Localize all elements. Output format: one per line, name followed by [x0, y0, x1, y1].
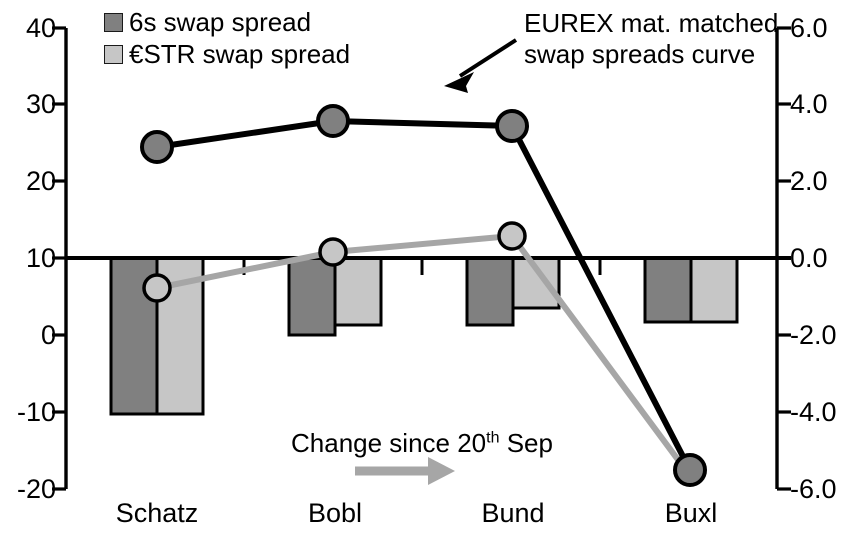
- left-tick-10: 10: [25, 243, 56, 273]
- category-label-schatz: Schatz: [115, 498, 199, 528]
- estr-marker-bobl: [318, 237, 348, 267]
- eurex-marker-buxl: [673, 453, 707, 487]
- eurex-curve-annotation: EUREX mat. matched swap spreads curve: [524, 8, 778, 70]
- eurex-marker-schatz: [140, 130, 174, 164]
- left-tick-30: 30: [25, 89, 56, 119]
- left-tick-20: 20: [25, 166, 56, 196]
- legend-item-6s-swap-spread[interactable]: 6s swap spread: [104, 6, 350, 38]
- bar-estr-buxl: [689, 256, 739, 324]
- right-tick-0: 0.0: [790, 243, 828, 273]
- eurex-marker-bobl: [316, 104, 350, 138]
- change-since-annotation: Change since 20th Sep: [291, 428, 553, 459]
- right-tick-m6: -6.0: [790, 474, 837, 504]
- bar-6s-bund: [465, 256, 515, 327]
- left-tick-m10: -10: [16, 397, 56, 427]
- legend-label-6s: 6s swap spread: [129, 7, 312, 37]
- left-tick-m20: -20: [16, 474, 56, 504]
- change-annotation-suffix: Sep: [499, 428, 553, 458]
- category-label-bobl: Bobl: [307, 498, 363, 528]
- legend-swatch-icon-estr: [104, 44, 123, 64]
- legend-label-estr: €STR swap spread: [129, 39, 351, 69]
- eurex-marker-bund: [495, 109, 529, 143]
- legend-swatch-icon-6s: [104, 12, 123, 32]
- change-direction-arrow-icon: [355, 457, 455, 485]
- estr-marker-bund: [497, 221, 527, 251]
- change-annotation-ordinal: th: [486, 429, 500, 447]
- right-tick-6: 6.0: [790, 13, 828, 43]
- right-tick-4: 4.0: [790, 89, 828, 119]
- left-tick-40: 40: [25, 13, 56, 43]
- line-series-estr-curve: [142, 221, 693, 479]
- estr-curve-path: [154, 233, 693, 479]
- line-series-eurex-curve: [140, 104, 707, 487]
- change-annotation-prefix: Change since 20: [291, 428, 487, 458]
- left-tick-0: 0: [40, 320, 56, 350]
- eurex-annotation-line-2: swap spreads curve: [524, 39, 756, 69]
- right-tick-m2: -2.0: [790, 320, 837, 350]
- bar-estr-bobl: [333, 256, 383, 327]
- curve-annotation-arrow-icon: [444, 38, 518, 93]
- eurex-curve-path: [154, 118, 693, 473]
- category-label-buxl: Buxl: [664, 498, 718, 528]
- right-tick-m4: -4.0: [790, 397, 837, 427]
- eurex-annotation-line-1: EUREX mat. matched: [524, 8, 779, 38]
- estr-marker-schatz: [142, 273, 172, 303]
- chart-legend: 6s swap spread €STR swap spread: [104, 6, 350, 70]
- bar-6s-buxl: [643, 256, 693, 324]
- right-tick-2: 2.0: [790, 166, 828, 196]
- category-label-bund: Bund: [481, 498, 545, 528]
- left-axis-ticks: [52, 26, 66, 491]
- legend-item-estr-swap-spread[interactable]: €STR swap spread: [104, 38, 350, 70]
- bar-6s-bobl: [287, 256, 337, 337]
